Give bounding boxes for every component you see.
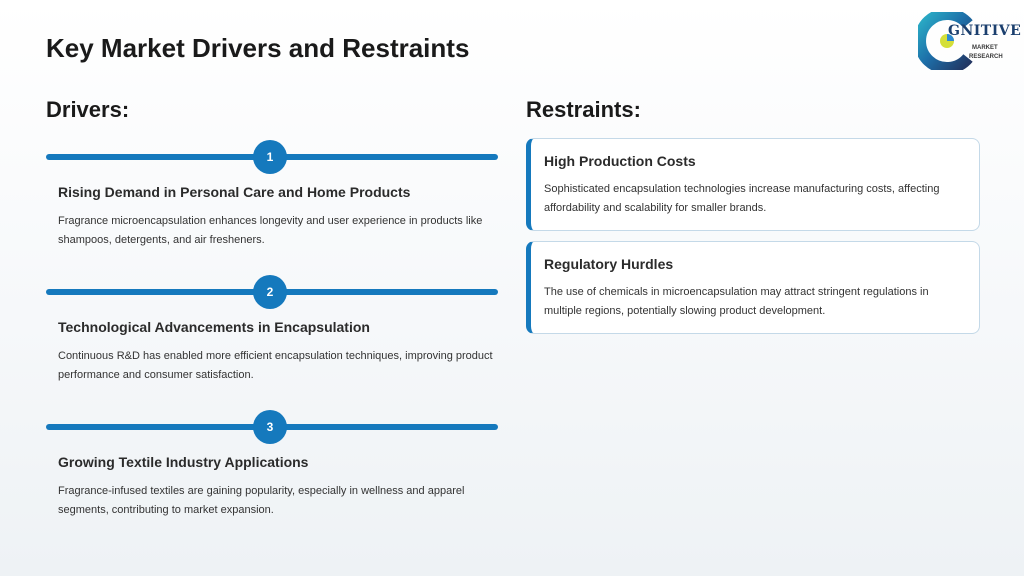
logo-word: GNITIVE	[948, 23, 1022, 39]
restraint-card: Regulatory Hurdles The use of chemicals …	[526, 241, 980, 334]
driver-description: Fragrance microencapsulation enhances lo…	[58, 215, 483, 246]
restraint-title: High Production Costs	[544, 153, 696, 169]
driver-title: Rising Demand in Personal Care and Home …	[58, 184, 411, 200]
page-title: Key Market Drivers and Restraints	[46, 33, 470, 63]
restraint-title: Regulatory Hurdles	[544, 256, 674, 272]
restraints-heading: Restraints:	[526, 97, 641, 122]
restraint-card: High Production Costs Sophisticated enca…	[526, 138, 980, 231]
logo-ring-icon	[918, 12, 973, 70]
driver-title: Growing Textile Industry Applications	[58, 454, 309, 470]
driver-title: Technological Advancements in Encapsulat…	[58, 319, 370, 335]
driver-number-badge: 1	[253, 140, 287, 174]
drivers-heading: Drivers:	[46, 97, 130, 122]
logo-subtext: RESEARCH	[969, 54, 1003, 60]
company-logo: GNITIVE MARKET RESEARCH	[918, 12, 1021, 70]
driver-description: Fragrance-infused textiles are gaining p…	[58, 485, 465, 516]
logo-subtext: MARKET	[972, 45, 998, 51]
driver-description: Continuous R&D has enabled more efficien…	[58, 350, 493, 381]
restraint-description: The use of chemicals in microencapsulati…	[544, 286, 929, 317]
driver-number-badge: 3	[253, 410, 287, 444]
restraint-description: Sophisticated encapsulation technologies…	[544, 183, 940, 214]
driver-number-badge: 2	[253, 275, 287, 309]
